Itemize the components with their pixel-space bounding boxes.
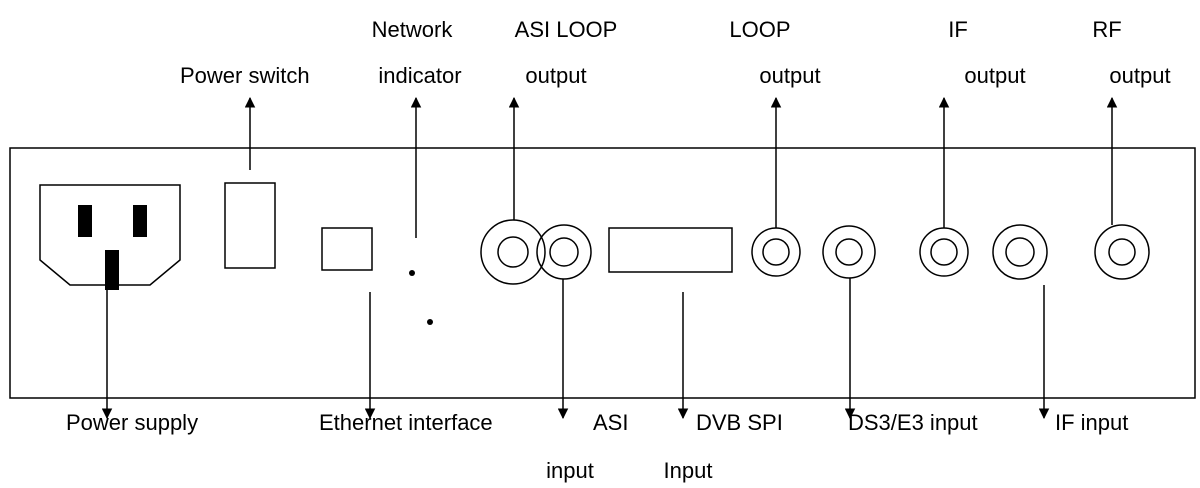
label-asi-loop-line1: ASI LOOP <box>514 17 618 42</box>
network-led-bottom <box>427 319 433 325</box>
loop-output-connector-inner <box>762 238 790 266</box>
rf-output-connector-inner <box>1108 238 1136 266</box>
dvb-spi-port <box>608 227 733 273</box>
label-if-input: IF input <box>1055 410 1129 435</box>
power-switch <box>224 182 276 269</box>
rf-output-connector-outer <box>1094 224 1150 280</box>
ethernet-port <box>321 227 373 271</box>
label-network-line2: indicator <box>378 63 462 88</box>
label-ds3-input: DS3/E3 input <box>848 410 978 435</box>
if-input-connector-outer <box>992 224 1048 280</box>
label-asi-loop-line2: output <box>525 63 587 88</box>
network-led-top <box>409 270 415 276</box>
asi-loop-connector-outer <box>480 219 546 285</box>
if-input-connector-inner <box>1005 237 1035 267</box>
label-dvb-spi-line1: DVB SPI <box>696 410 783 435</box>
label-if-output-line2: output <box>964 63 1026 88</box>
label-power-switch: Power switch <box>180 63 310 88</box>
power-inlet-socket <box>39 184 181 286</box>
label-loop-line2: output <box>759 63 821 88</box>
chassis-panel <box>9 147 1196 399</box>
label-power-supply: Power supply <box>66 410 199 435</box>
asi-input-connector-inner <box>549 237 579 267</box>
ds3-input-connector-inner <box>835 238 863 266</box>
label-dvb-spi-line2: Input <box>663 458 713 483</box>
label-loop-line1: LOOP <box>729 17 791 42</box>
label-if-output-line1: IF <box>948 17 968 42</box>
asi-input-connector-outer <box>536 224 592 280</box>
label-ethernet: Ethernet interface <box>319 410 493 435</box>
label-network-line1: Network <box>371 17 453 42</box>
asi-loop-connector-inner <box>497 236 529 268</box>
label-asi-input-line2: input <box>546 458 594 483</box>
if-output-connector-outer <box>919 227 969 277</box>
label-rf-output-line2: output <box>1109 63 1171 88</box>
power-inlet-pin-left <box>78 205 92 237</box>
loop-output-connector-outer <box>751 227 801 277</box>
label-rf-output-line1: RF <box>1092 17 1122 42</box>
power-inlet-pin-ground <box>105 250 119 290</box>
power-inlet-pin-right <box>133 205 147 237</box>
ds3-input-connector-outer <box>822 225 876 279</box>
if-output-connector-inner <box>930 238 958 266</box>
label-asi-input-line1: ASI <box>593 410 629 435</box>
